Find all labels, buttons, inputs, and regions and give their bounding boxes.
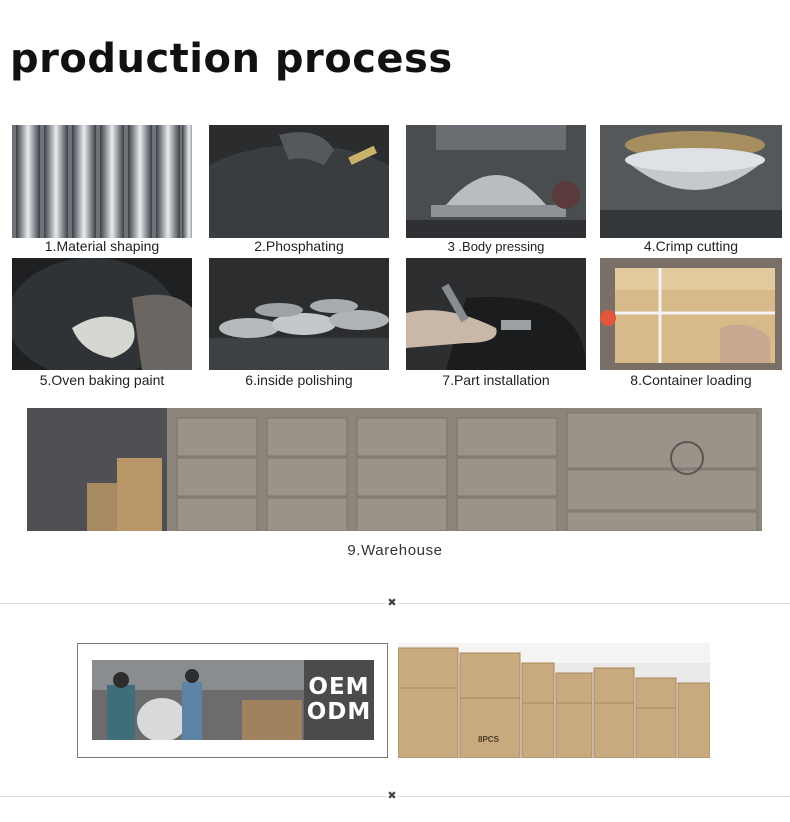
step-1-photo: [12, 125, 192, 238]
warehouse-cartons-icon: [27, 408, 762, 531]
carton-stack-icon: [398, 643, 710, 758]
crimp-cutting-icon: [600, 125, 782, 238]
step-8-caption: 8.Container loading: [630, 372, 752, 388]
warehouse-photo: [27, 408, 762, 531]
carton-label: 8PCS: [478, 735, 499, 744]
warehouse-caption: 9.Warehouse: [347, 542, 443, 559]
phosphating-icon: [209, 125, 389, 238]
step-7-caption: 7.Part installation: [442, 372, 550, 388]
workshop-workers-icon: [92, 660, 304, 740]
odm-text: ODM: [306, 699, 372, 725]
oem-workshop-photo: [92, 660, 304, 740]
step-4-photo: [600, 125, 782, 238]
wok-interior-icon: [12, 258, 192, 370]
step-4-caption: 4.Crimp cutting: [643, 238, 739, 254]
step-6-caption: 6.inside polishing: [245, 372, 353, 388]
carton-stack-photo: 8PCS: [398, 643, 710, 758]
step-5-photo: [12, 258, 192, 370]
oem-odm-panel: OEM ODM: [77, 643, 388, 758]
step-2-caption: 2.Phosphating: [254, 238, 344, 254]
press-machine-icon: [406, 125, 586, 238]
oem-odm-badge: OEM ODM: [304, 660, 374, 740]
step-3-caption: 3 .Body pressing: [447, 239, 545, 254]
page-title: production process: [10, 36, 453, 82]
part-installation-icon: [406, 258, 586, 370]
step-5-caption: 5.Oven baking paint: [39, 372, 165, 388]
step-3-photo: [406, 125, 586, 238]
step-7-photo: [406, 258, 586, 370]
step-2-photo: [209, 125, 389, 238]
carton-box-icon: [600, 258, 782, 370]
step-1-caption: 1.Material shaping: [44, 238, 160, 254]
conveyor-pans-icon: [209, 258, 389, 370]
metal-rods-icon: [12, 125, 192, 238]
step-6-photo: [209, 258, 389, 370]
divider-ornament-icon: ✖: [386, 597, 398, 609]
step-8-photo: [600, 258, 782, 370]
oem-text: OEM: [308, 674, 370, 700]
divider-ornament-bottom-icon: ✖: [386, 790, 398, 802]
